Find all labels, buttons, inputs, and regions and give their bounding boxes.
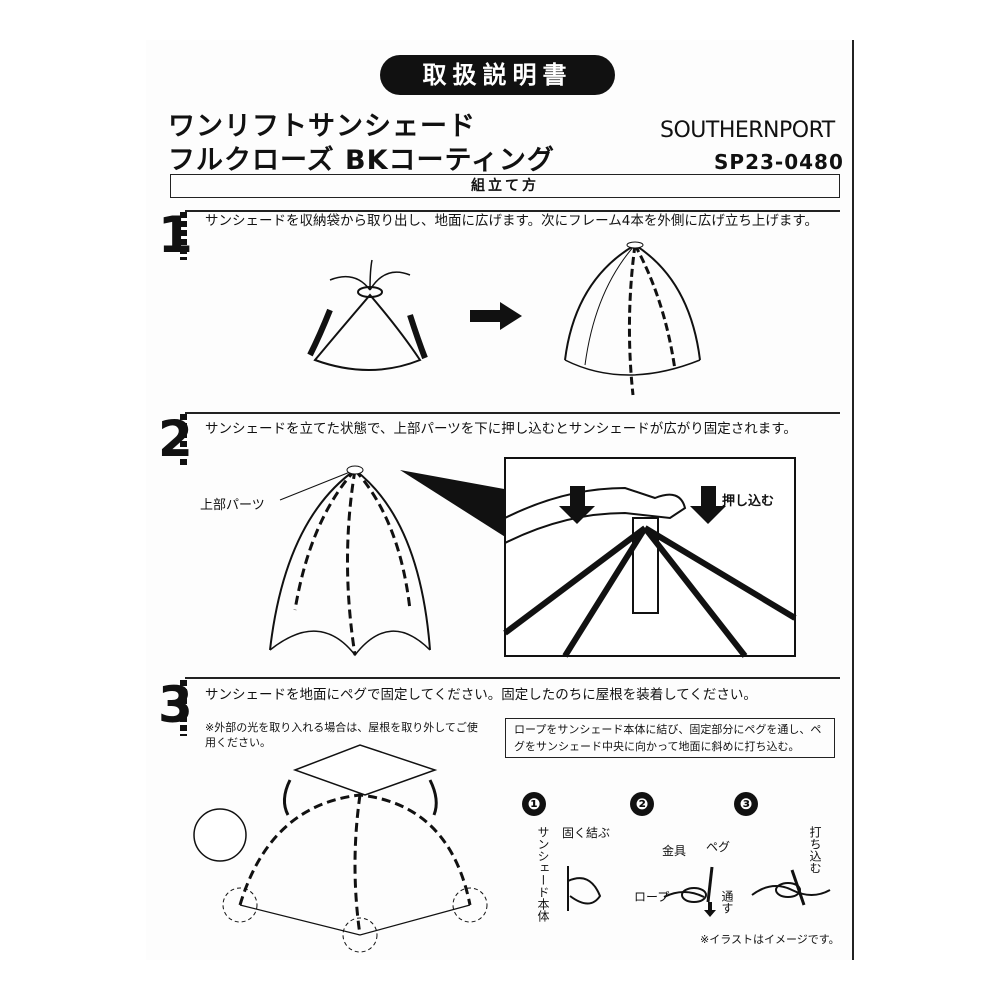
pass-through-label: 通す bbox=[720, 890, 734, 914]
step3-shade-with-roof-illustration bbox=[193, 744, 488, 953]
brand-logo: SOUTHERNPORT bbox=[660, 118, 835, 143]
disclaimer: ※イラストはイメージです。 bbox=[700, 933, 840, 946]
step1-rule bbox=[185, 210, 840, 212]
push-label: 押し込む bbox=[722, 494, 775, 509]
substep-1-tie-illustration bbox=[567, 866, 602, 911]
product-title-line2: フルクローズ BKコーティング bbox=[168, 145, 555, 176]
shade-body-label: サンシェード本体 bbox=[536, 826, 550, 922]
tie-tight-label: 固く結ぶ bbox=[562, 826, 611, 840]
substep-3-marker: ❸ bbox=[734, 792, 758, 816]
step1-text: サンシェードを収納袋から取り出し、地面に広げます。次にフレーム4本を外側に広げ立… bbox=[205, 213, 818, 229]
step3-stripe bbox=[180, 680, 187, 736]
step1-folded-shade-illustration bbox=[307, 259, 428, 371]
step2-push-closeup-illustration bbox=[503, 457, 797, 658]
step2-number: 2 bbox=[158, 410, 193, 468]
step1-number: 1 bbox=[158, 206, 193, 264]
step1-raised-shade-illustration bbox=[564, 241, 701, 396]
step2-text: サンシェードを立てた状態で、上部パーツを下に押し込むとサンシェードが広がり固定さ… bbox=[205, 421, 797, 437]
section-title: 組立て方 bbox=[170, 174, 840, 198]
step3-rule bbox=[185, 677, 840, 679]
model-number: SP23-0480 bbox=[714, 150, 844, 174]
page-edge bbox=[852, 40, 854, 960]
zoom-pointer bbox=[400, 470, 510, 540]
substep-2-peg-illustration bbox=[663, 866, 716, 917]
peg-instruction-box: ロープをサンシェード本体に結び、固定部分にペグを通し、ペグをサンシェード中央に向… bbox=[505, 718, 835, 758]
arrow-right-icon bbox=[470, 302, 522, 330]
manual-badge: 取扱説明書 bbox=[380, 55, 615, 95]
substep-1-marker: ❶ bbox=[522, 792, 546, 816]
step2-shade-illustration bbox=[269, 465, 431, 657]
step1-stripe bbox=[180, 212, 187, 260]
substep-2-marker: ❷ bbox=[630, 792, 654, 816]
metal-fitting-label: 金具 bbox=[662, 844, 687, 858]
rope-label: ロープ bbox=[634, 890, 670, 904]
top-part-label: 上部パーツ bbox=[200, 498, 265, 513]
drive-in-label: 打ち込む bbox=[808, 826, 822, 874]
product-title-line1: ワンリフトサンシェード bbox=[168, 111, 476, 142]
roof-note: ※外部の光を取り入れる場合は、屋根を取り外してご使用ください。 bbox=[205, 721, 478, 749]
step2-stripe bbox=[180, 414, 187, 468]
step3-text: サンシェードを地面にペグで固定してください。固定したのちに屋根を装着してください… bbox=[205, 687, 757, 703]
step3-number: 3 bbox=[158, 676, 193, 734]
peg-label: ペグ bbox=[706, 840, 731, 854]
substep-3-drive-illustration bbox=[751, 869, 831, 906]
step2-rule bbox=[185, 412, 840, 414]
